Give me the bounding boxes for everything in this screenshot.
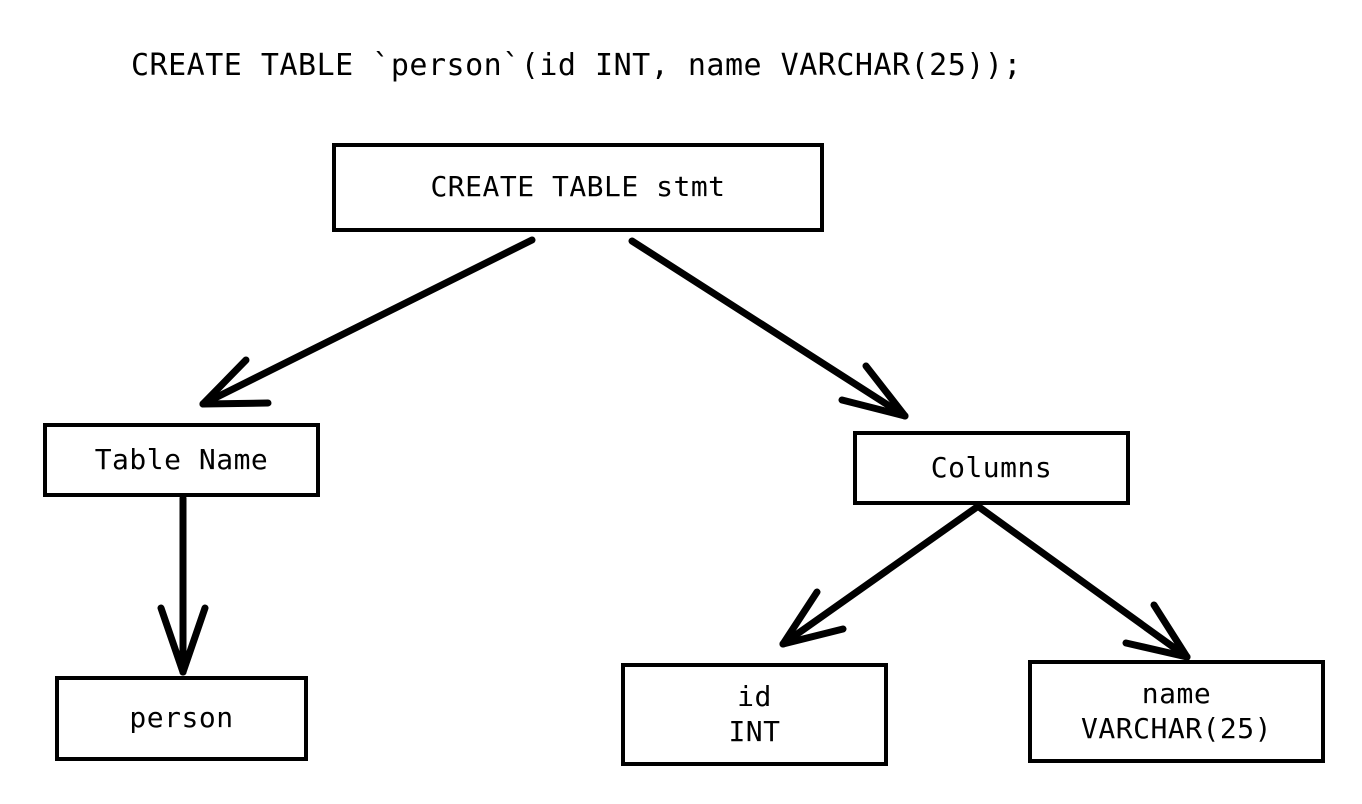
node-columns[interactable]: Columns (853, 431, 1130, 505)
edge-table-name-to-person (157, 494, 209, 676)
node-table-name[interactable]: Table Name (43, 423, 320, 497)
node-label-line-type: INT (728, 715, 781, 748)
node-label-line: Columns (930, 450, 1053, 484)
node-person[interactable]: person (55, 676, 308, 761)
sql-statement-caption: CREATE TABLE `person`(id INT, name VARCH… (131, 48, 1022, 83)
node-label-line: Table Name (94, 442, 269, 476)
edge-root-to-table-name (199, 236, 536, 408)
node-column-id[interactable]: id INT (621, 663, 888, 766)
node-create-table-stmt[interactable]: CREATE TABLE stmt (332, 143, 824, 232)
edge-columns-to-col-name (975, 503, 1191, 661)
node-label-line: id (737, 679, 772, 713)
node-label-line: name (1141, 676, 1212, 710)
node-label-line: person (129, 701, 234, 735)
edge-root-to-columns (628, 237, 909, 420)
node-label-line: CREATE TABLE stmt (430, 170, 726, 204)
node-column-name[interactable]: name VARCHAR(25) (1028, 660, 1325, 763)
node-label-line-type: VARCHAR(25) (1081, 712, 1272, 745)
edge-columns-to-col-id (779, 503, 981, 648)
